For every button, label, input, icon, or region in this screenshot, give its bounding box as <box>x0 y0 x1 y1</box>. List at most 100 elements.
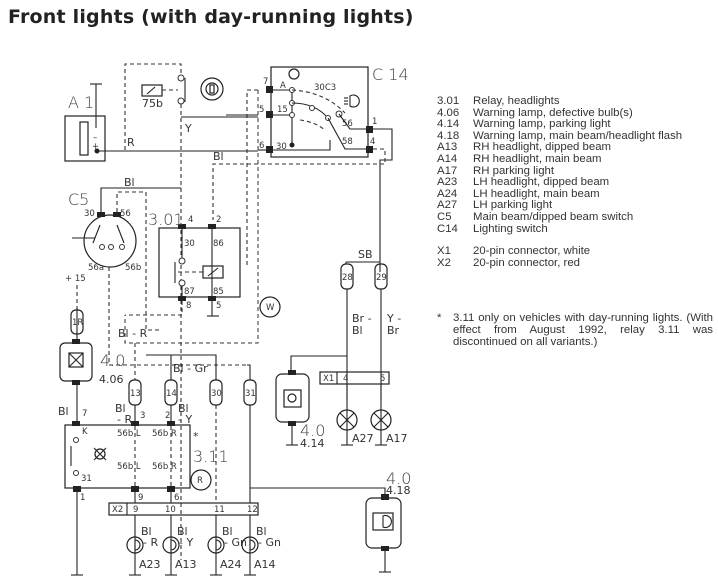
c14-mark: 30C3 <box>314 83 336 93</box>
svg-text:A13: A13 <box>175 558 197 571</box>
r311-term-1: 1 <box>80 493 85 503</box>
wire-label-bl-r: Bl - R <box>118 327 148 340</box>
ignition-label: 75b <box>142 97 163 110</box>
svg-text:Bl: Bl <box>256 525 267 538</box>
wire-label-sb: SB <box>358 248 373 261</box>
r311-term-56br-top: 56b R <box>152 429 177 439</box>
svg-text:A23: A23 <box>139 558 161 571</box>
svg-text:–: – <box>93 133 97 143</box>
footnote-text: 3.11 only on vehicles with day-running l… <box>453 312 713 348</box>
w-circle <box>259 296 281 318</box>
wire-label-y: Y <box>184 122 192 135</box>
connector-x2: X2 9 10 11 12 <box>108 502 259 516</box>
c14-term-1: 1 <box>372 117 377 127</box>
r301-term-87: 87 <box>184 287 195 297</box>
r311-term-56br-bot: 56b R <box>152 462 177 472</box>
dip-switch-c5: C5 30 56 56a 56b + 15 <box>65 190 141 284</box>
svg-text:28: 28 <box>342 273 353 283</box>
warn-406-label-a: 4.0 <box>100 351 125 370</box>
lamp-a23: Bl - R A23 <box>126 515 161 576</box>
svg-text:14: 14 <box>166 389 177 399</box>
svg-text:Bl: Bl <box>141 525 152 538</box>
ignition-switch: 75b <box>141 74 224 110</box>
wire-bl-gr <box>146 354 217 380</box>
wire-label-bl-gr: Bl - Gr <box>173 362 208 375</box>
r311-term-31: 31 <box>81 474 92 484</box>
lamp-a13: Bl - Y A13 <box>162 515 197 576</box>
c14-term-5: 5 <box>259 105 264 115</box>
r301-term-8: 8 <box>186 301 191 311</box>
r311-term-9: 9 <box>138 493 143 503</box>
wire-label-r: R <box>127 136 135 149</box>
relay-301: 3.01 4 2 30 86 87 85 8 5 <box>148 210 241 317</box>
c14-label: C 14 <box>372 65 409 84</box>
connector-x1: X1 4 5 <box>319 371 390 385</box>
lamp-a17: A17 <box>370 384 408 446</box>
c14-term-7: 7 <box>263 77 268 87</box>
wire-label-bl-r2b: - R <box>117 413 132 426</box>
lamp-a24: Bl - Gn A24 <box>207 515 247 576</box>
wire-c5-56 <box>116 191 159 331</box>
wire-label-bl-r2a: Bl <box>115 402 126 415</box>
c14-term-a: A <box>280 81 286 91</box>
wire-c5-30 <box>100 187 181 212</box>
diagram-title: Front lights (with day-running lights) <box>8 6 414 28</box>
svg-text:- Gn: - Gn <box>258 536 281 549</box>
wire-label-bl-y2a: Bl <box>178 402 189 415</box>
r311-term-2: 2 <box>165 411 170 421</box>
w-circle-label: W <box>266 303 275 313</box>
wire-fuse-31-top <box>247 364 251 380</box>
wire-c14-7 <box>246 89 258 268</box>
r301-term-4: 4 <box>188 215 193 225</box>
c5-term-56a: 56a <box>88 263 104 273</box>
c5-label: C5 <box>68 190 89 209</box>
svg-text:A27: A27 <box>352 432 374 445</box>
svg-text:4: 4 <box>343 374 348 384</box>
battery-label: A 1 <box>68 93 94 112</box>
fuse-31: 31 <box>243 379 257 406</box>
r301-term-5: 5 <box>216 301 221 311</box>
wire-label-bl-y2b: - Y <box>178 413 192 426</box>
r311-term-56bl-top: 56b L <box>117 429 141 439</box>
svg-text:5: 5 <box>380 374 385 384</box>
svg-text:- Y: - Y <box>179 536 193 549</box>
warn-414-label-a: 4.0 <box>300 421 325 440</box>
wire-label-br-bl-1: Br - <box>352 312 372 325</box>
svg-text:+: + <box>92 142 99 152</box>
footnote: *3.11 only on vehicles with day-running … <box>437 312 715 348</box>
warn-414-label-b: 4.14 <box>300 437 325 450</box>
relay-311: 7 K 3 2 56b L 56b R 56b L 56b R 31 1 9 6… <box>64 409 229 503</box>
svg-text:Bl: Bl <box>177 525 188 538</box>
wire-label-y-br-1: Y - <box>386 312 401 325</box>
c14-term-4: 4 <box>370 137 375 147</box>
r311-term-7: 7 <box>82 409 87 419</box>
relay-301-label: 3.01 <box>148 210 184 229</box>
warning-lamp-414: 4.0 4.14 <box>275 370 325 450</box>
wire-c14-4 <box>212 148 386 220</box>
relay-311-label: 3.11 <box>193 447 229 466</box>
svg-text:29: 29 <box>376 273 387 283</box>
r301-term-2: 2 <box>216 215 221 225</box>
svg-text:10: 10 <box>165 505 176 515</box>
fuse-1r: 1R <box>70 309 84 335</box>
svg-text:- Gn: - Gn <box>224 536 247 549</box>
fuse-29: 29 <box>374 263 388 290</box>
warn-418-label-b: 4.18 <box>386 484 411 497</box>
relay-enclosure <box>124 90 259 344</box>
wire-r <box>124 63 182 150</box>
svg-text:31: 31 <box>245 389 256 399</box>
c5-term-56: 56 <box>120 209 131 219</box>
r-circle-label: R <box>197 476 203 486</box>
r311-term-3: 3 <box>140 411 145 421</box>
svg-text:- R: - R <box>143 536 158 549</box>
